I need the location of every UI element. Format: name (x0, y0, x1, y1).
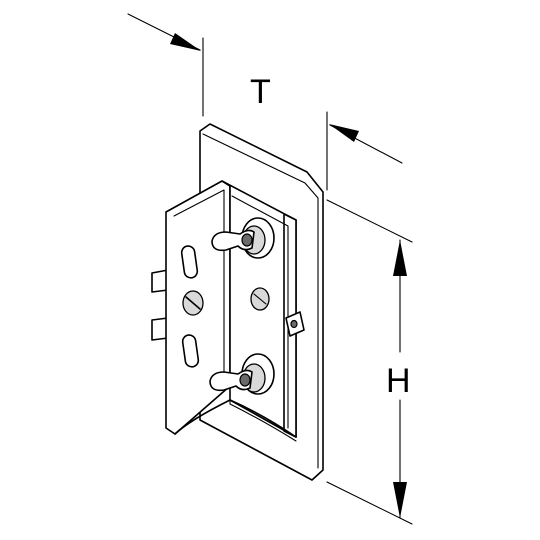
dimension-label-h: H (386, 362, 411, 400)
slot-upper (180, 245, 199, 279)
bracket-left-flange-fold (173, 189, 225, 389)
center-screw-slot (253, 293, 267, 305)
dimension-label-t: T (250, 73, 271, 111)
arrowhead-h-bottom (393, 482, 407, 518)
slot-lower (181, 334, 200, 368)
arrowhead-t-left (170, 33, 201, 51)
bracket-lip-line (229, 399, 297, 442)
ground-tab-hole (290, 319, 298, 329)
extension-line-h-bottom (326, 481, 413, 525)
lower-fastener (209, 353, 275, 395)
extension-line-h-top (326, 199, 413, 243)
flange-slots (180, 245, 204, 368)
dimension-t: T (127, 13, 403, 191)
upper-fastener (211, 217, 275, 259)
upper-bolt-end (241, 233, 253, 247)
arrowhead-t-right (329, 124, 359, 142)
center-screw (250, 287, 270, 311)
dimension-h: H (326, 199, 413, 525)
bracket-web-inner-edge (231, 195, 289, 429)
arrowhead-h-top (393, 240, 407, 276)
ground-tab (285, 311, 305, 337)
flange-screw-slot (185, 296, 201, 310)
back-plate-edge (202, 133, 319, 469)
lower-bolt-end (239, 373, 251, 387)
